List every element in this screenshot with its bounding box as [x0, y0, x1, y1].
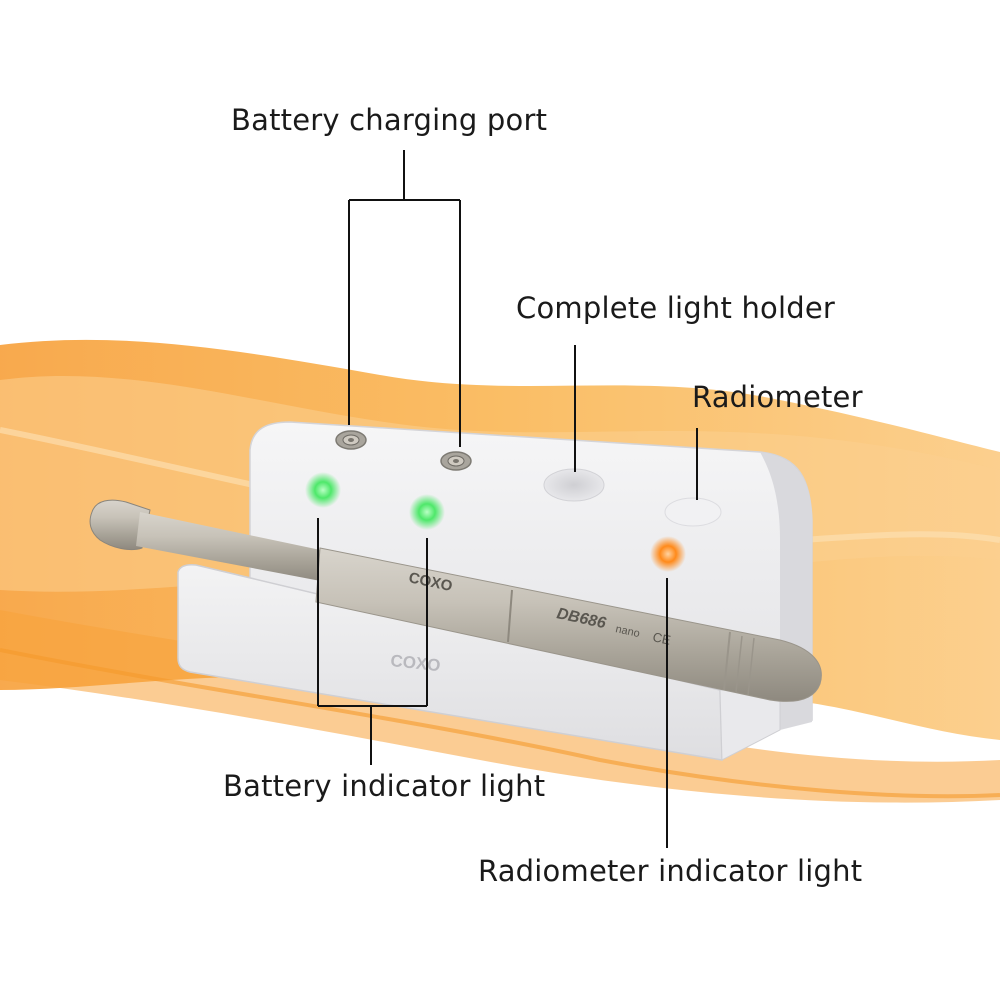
radiometer-label: Radiometer	[692, 380, 863, 414]
charging-base	[177, 421, 813, 761]
radiometer-indicator-light-label: Radiometer indicator light	[478, 854, 863, 888]
leader-lines	[317, 150, 698, 848]
curing-light-pen	[89, 499, 822, 702]
complete-light-holder-label: Complete light holder	[516, 291, 836, 325]
green-led-icon	[409, 494, 445, 530]
leader-battery-indicator-light	[317, 518, 428, 765]
green-led-icon	[305, 472, 341, 508]
light-holder-hole	[543, 468, 605, 502]
battery-indicator-light-label: Battery indicator light	[223, 769, 546, 803]
pen-model-suffix: nano	[614, 623, 640, 640]
charging-port-icon	[440, 451, 472, 471]
battery-charging-port-label: Battery charging port	[231, 103, 548, 137]
leader-battery-charging-port	[348, 150, 461, 447]
orange-led-icon	[650, 536, 686, 572]
radiometer-window	[664, 497, 722, 527]
charging-port-icon	[335, 430, 367, 450]
